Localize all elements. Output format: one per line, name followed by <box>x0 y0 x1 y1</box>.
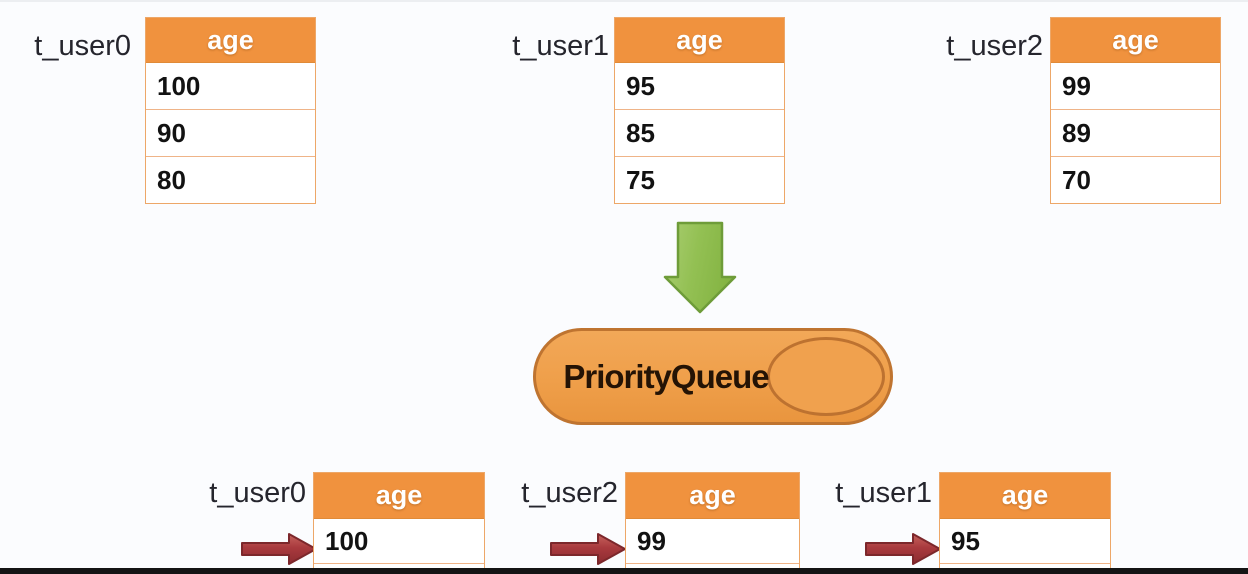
table-bottom-t_user1: age 95 <box>939 472 1111 574</box>
table-label-top-t_user2: t_user2 <box>946 30 1043 62</box>
table-cell: 85 <box>615 110 784 157</box>
table-cell: 100 <box>146 63 315 110</box>
column-header-age: age <box>626 473 799 519</box>
bottom-edge-strip <box>0 568 1248 574</box>
table-bottom-t_user2: age 99 <box>625 472 800 574</box>
right-arrow-icon <box>241 533 317 565</box>
table-top-t_user1: age 95 85 75 <box>614 17 785 204</box>
table-label-bottom-t_user2: t_user2 <box>521 477 618 509</box>
table-cell: 89 <box>1051 110 1220 157</box>
column-header-age: age <box>940 473 1110 519</box>
column-header-age: age <box>1051 18 1220 63</box>
table-cell: 75 <box>615 157 784 203</box>
table-cell: 90 <box>146 110 315 157</box>
table-label-bottom-t_user1: t_user1 <box>835 477 932 509</box>
table-bottom-t_user0: age 100 <box>313 472 485 574</box>
right-arrow-icon <box>550 533 626 565</box>
down-arrow-icon <box>663 221 737 314</box>
table-cell: 99 <box>626 519 799 564</box>
table-cell: 100 <box>314 519 484 564</box>
table-top-t_user0: age 100 90 80 <box>145 17 316 204</box>
table-top-t_user2: age 99 89 70 <box>1050 17 1221 204</box>
column-header-age: age <box>615 18 784 63</box>
table-cell: 95 <box>940 519 1110 564</box>
table-cell: 70 <box>1051 157 1220 203</box>
table-cell: 80 <box>146 157 315 203</box>
column-header-age: age <box>314 473 484 519</box>
column-header-age: age <box>146 18 315 63</box>
priority-queue-shape: PriorityQueue <box>533 328 893 425</box>
cylinder-cap-ellipse <box>767 337 885 416</box>
priority-queue-label: PriorityQueue <box>563 358 769 395</box>
table-label-bottom-t_user0: t_user0 <box>209 477 306 509</box>
right-arrow-icon <box>865 533 941 565</box>
table-label-top-t_user0: t_user0 <box>34 30 131 62</box>
table-label-top-t_user1: t_user1 <box>512 30 609 62</box>
table-cell: 95 <box>615 63 784 110</box>
table-cell: 99 <box>1051 63 1220 110</box>
